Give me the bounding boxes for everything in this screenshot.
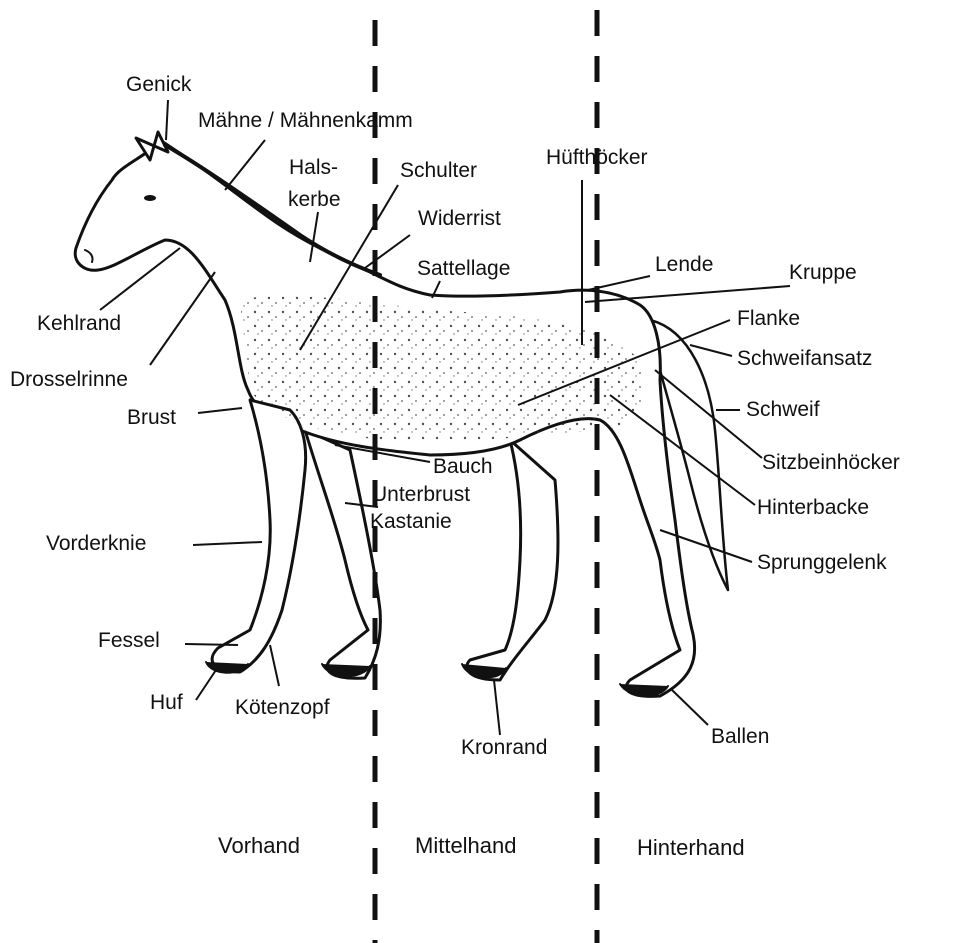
label-unterbrust: Unterbrust — [372, 483, 470, 507]
label-hals: Hals- — [289, 156, 338, 180]
label-kerbe: kerbe — [288, 188, 341, 212]
label-drosselrinne: Drosselrinne — [10, 368, 128, 392]
label-genick: Genick — [126, 73, 191, 97]
label-flanke: Flanke — [737, 307, 800, 331]
label-kehlrand: Kehlrand — [37, 312, 121, 336]
label-kronrand: Kronrand — [461, 736, 547, 760]
label-hinterbacke: Hinterbacke — [757, 496, 869, 520]
label-koetenzopf: Kötenzopf — [235, 696, 330, 720]
label-fessel: Fessel — [98, 629, 160, 653]
label-huefthoecker: Hüfthöcker — [546, 146, 648, 170]
label-sattellage: Sattellage — [417, 257, 510, 281]
label-bauch: Bauch — [433, 455, 493, 479]
label-widerrist: Widerrist — [418, 207, 501, 231]
label-kruppe: Kruppe — [789, 261, 857, 285]
horse-near-front-leg — [212, 400, 305, 672]
label-maehne: Mähne / Mähnenkamm — [198, 109, 413, 133]
horse-far-front-leg — [305, 430, 380, 678]
label-huf: Huf — [150, 691, 183, 715]
label-schulter: Schulter — [400, 159, 477, 183]
label-ballen: Ballen — [711, 725, 769, 749]
label-lende: Lende — [655, 253, 713, 277]
label-brust: Brust — [127, 406, 176, 430]
label-schweif: Schweif — [746, 398, 820, 422]
label-schweifansatz: Schweifansatz — [737, 347, 872, 371]
region-label-vorhand: Vorhand — [218, 834, 300, 858]
label-sitzbeinhoecker: Sitzbeinhöcker — [762, 451, 900, 475]
region-label-hinterhand: Hinterhand — [637, 836, 745, 860]
horse-eye — [144, 195, 156, 201]
region-label-mittelhand: Mittelhand — [415, 834, 517, 858]
label-sprunggelenk: Sprunggelenk — [757, 551, 887, 575]
label-vorderknie: Vorderknie — [46, 532, 146, 556]
label-kastanie: Kastanie — [370, 510, 452, 534]
